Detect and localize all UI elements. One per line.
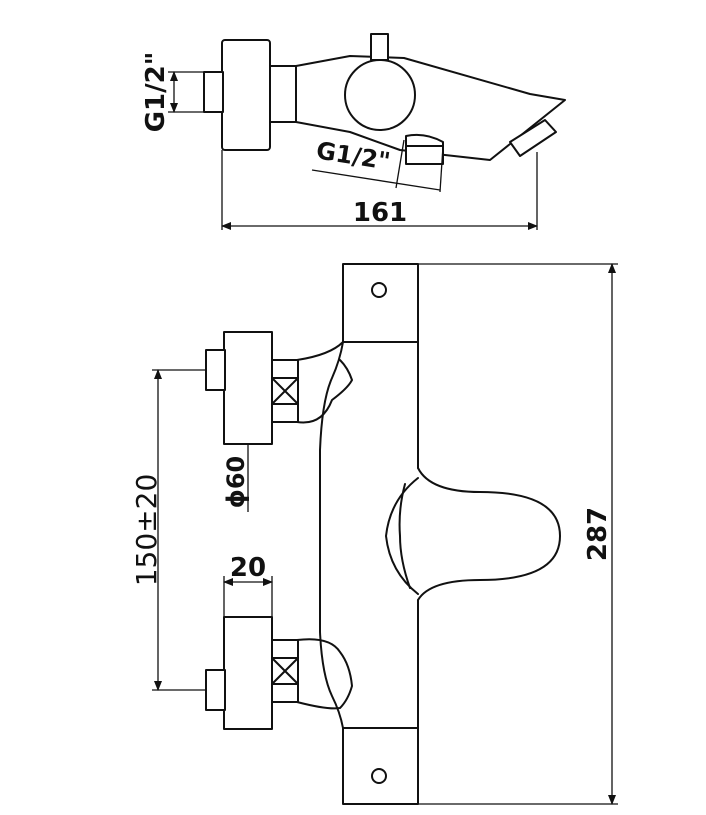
front-top-arm [296,341,353,424]
front-bottom-stub [205,669,226,711]
flange-depth-label: 20 [230,553,266,583]
front-top-cap [342,263,419,343]
flange-depth-dimension: 20 [223,553,273,617]
front-bottom-cap [342,727,419,805]
front-top-flange [223,331,273,445]
front-bottom-flange [223,616,273,730]
flange-diameter-dimension: ϕ60 [222,444,250,512]
side-view: G1/2" G1/2" 161 [141,33,566,230]
side-wall-flange [221,39,271,151]
side-aerator [509,119,557,157]
inlet-spacing-label: 150±20 [130,474,163,587]
inlet-spacing-dimension: 150±20 [130,369,206,691]
front-view: 150±20 ϕ60 20 287 [130,263,618,805]
overall-height-dimension: 287 [418,263,618,805]
side-connector [269,65,297,123]
inlet-thread-dimension: G1/2" [141,52,204,133]
overall-length-label: 161 [353,198,407,228]
overall-length-dimension: 161 [221,150,538,230]
front-bottom-screw [371,768,387,784]
front-body [319,341,344,729]
front-diverter-lever [417,467,561,601]
inlet-thread-label: G1/2" [141,52,171,133]
side-top-stem [370,33,389,61]
front-bottom-arm [296,638,353,710]
side-outlet-fitting [405,133,444,165]
side-body-spout [295,55,566,161]
front-top-screw [371,282,387,298]
front-bottom-hex-nut [271,639,299,703]
front-top-stub [205,349,226,391]
front-top-hex-nut [271,359,299,423]
flange-diameter-label: ϕ60 [222,456,250,509]
side-diverter-knob [344,59,416,131]
overall-height-label: 287 [583,507,613,561]
side-inlet-stub [203,71,224,113]
